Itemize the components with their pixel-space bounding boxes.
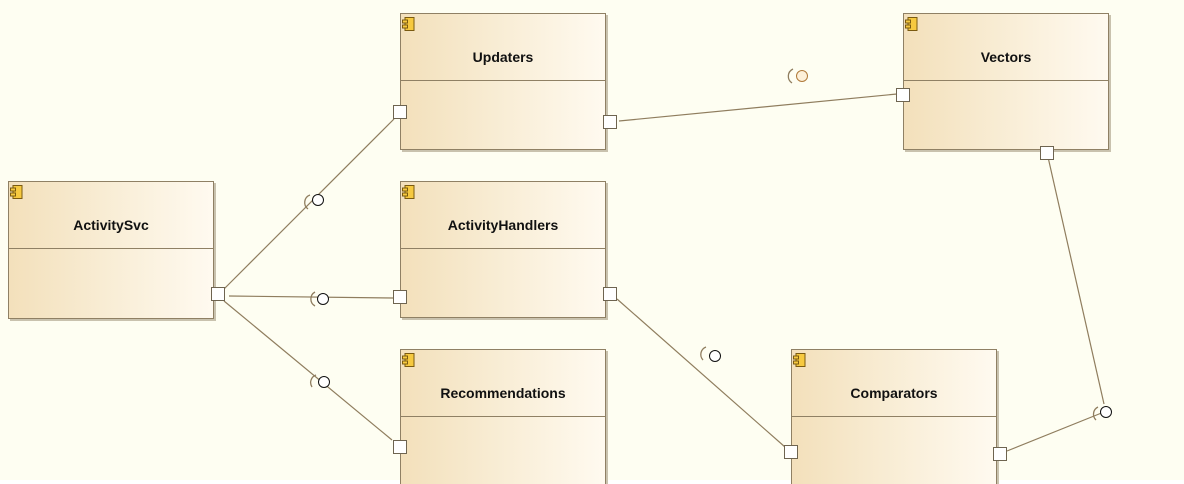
component-vectors[interactable]: Vectors — [903, 13, 1109, 150]
port-updaters-left[interactable] — [393, 105, 407, 119]
port-vectors-bottom[interactable] — [1040, 146, 1054, 160]
component-header: Updaters — [401, 14, 605, 81]
connector-updaters-vectors — [618, 93, 898, 122]
component-header: Vectors — [904, 14, 1108, 81]
component-name: Comparators — [850, 385, 938, 401]
component-compartment — [904, 81, 1108, 149]
component-activitysvc[interactable]: ActivitySvc — [8, 181, 214, 319]
interface-lollipop-icon[interactable] — [796, 70, 808, 82]
component-name: ActivitySvc — [73, 217, 149, 233]
port-activityhandlers-right[interactable] — [603, 287, 617, 301]
component-header: Comparators — [792, 350, 996, 417]
component-compartment — [401, 417, 605, 484]
component-comparators[interactable]: Comparators — [791, 349, 997, 484]
component-name: Recommendations — [440, 385, 566, 401]
interface-lollipop-icon[interactable] — [317, 293, 329, 305]
socket-arc — [310, 291, 316, 307]
component-compartment — [792, 417, 996, 484]
port-activityhandlers-left[interactable] — [393, 290, 407, 304]
socket-arc — [304, 194, 311, 210]
component-stereotype-icon — [402, 185, 415, 199]
component-stereotype-icon — [10, 185, 23, 199]
port-comparators-left[interactable] — [784, 445, 798, 459]
component-header: ActivityHandlers — [401, 182, 605, 249]
socket-arc — [1092, 406, 1099, 421]
port-recommendations-left[interactable] — [393, 440, 407, 454]
component-stereotype-icon — [402, 353, 415, 367]
component-compartment — [401, 249, 605, 317]
component-recommendations[interactable]: Recommendations — [400, 349, 606, 484]
component-name: Vectors — [980, 49, 1032, 65]
component-header: Recommendations — [401, 350, 605, 417]
socket-arc — [787, 68, 794, 84]
port-comparators-right[interactable] — [993, 447, 1007, 461]
component-stereotype-icon — [402, 17, 415, 31]
component-activityhandlers[interactable]: ActivityHandlers — [400, 181, 606, 318]
connector-activitysvc-updaters — [223, 118, 395, 290]
connector-activitysvc-recommendations — [223, 300, 393, 441]
socket-arc — [700, 346, 707, 361]
socket-arc — [310, 374, 317, 388]
component-updaters[interactable]: Updaters — [400, 13, 606, 150]
port-updaters-right[interactable] — [603, 115, 617, 129]
component-name: ActivityHandlers — [447, 217, 559, 233]
port-activitysvc[interactable] — [211, 287, 225, 301]
component-compartment — [9, 249, 213, 317]
component-header: ActivitySvc — [9, 182, 213, 249]
port-vectors-left[interactable] — [896, 88, 910, 102]
component-stereotype-icon — [793, 353, 806, 367]
interface-lollipop-icon[interactable] — [318, 376, 330, 388]
component-name: Updaters — [472, 49, 534, 65]
interface-lollipop-icon[interactable] — [1100, 406, 1112, 418]
connector-vectors-comparators — [1047, 156, 1105, 405]
connector-activityhandlers-comparators — [616, 298, 786, 448]
component-stereotype-icon — [905, 17, 918, 31]
interface-lollipop-icon[interactable] — [709, 350, 721, 362]
connector-vectors-comparators-tail — [1006, 411, 1105, 452]
interface-lollipop-icon[interactable] — [312, 194, 324, 206]
component-compartment — [401, 81, 605, 149]
